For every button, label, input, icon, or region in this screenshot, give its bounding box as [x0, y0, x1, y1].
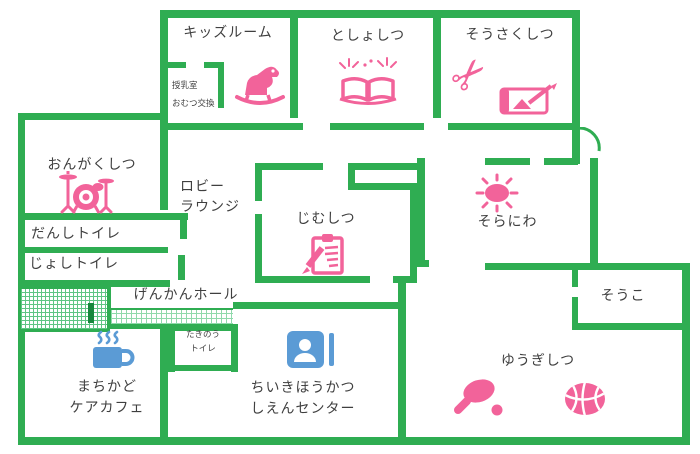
wall — [18, 280, 170, 287]
room-label-mens-toilet: だんしトイレ — [31, 225, 121, 241]
wall — [178, 255, 185, 280]
wall — [255, 163, 262, 201]
room-label-womens-toilet: じょしトイレ — [29, 255, 119, 271]
wall — [330, 123, 424, 130]
wall — [682, 263, 690, 445]
door-swing-arc-icon — [578, 127, 601, 152]
room-label-lobby-1: ロビー — [180, 178, 225, 194]
wall — [168, 365, 238, 371]
wall — [485, 158, 530, 165]
room-label-play-room: ゆうぎしつ — [500, 352, 576, 368]
wall — [231, 324, 238, 372]
drum-kit-icon — [59, 171, 114, 214]
wall — [255, 214, 262, 283]
wall — [415, 260, 429, 267]
room-label-support-center-2: しえんセンター — [250, 400, 356, 416]
entrance-hatch-post — [88, 303, 94, 323]
wall — [18, 113, 25, 287]
room-label-multi-toilet-1: たきのう — [185, 329, 220, 339]
wall — [18, 213, 188, 220]
room-label-kids: キッズルーム — [183, 24, 273, 40]
wall — [410, 183, 417, 283]
wall — [348, 163, 422, 170]
room-label-lobby-2: ラウンジ — [180, 198, 240, 214]
wall — [348, 163, 355, 190]
wall — [572, 270, 578, 287]
wall — [417, 158, 425, 267]
wall — [18, 287, 25, 444]
room-label-cafe-2: ケアカフェ — [69, 399, 145, 415]
wall — [168, 324, 238, 331]
wall — [590, 158, 598, 270]
room-label-office: じむしつ — [296, 210, 356, 226]
blueprint-icon — [499, 83, 557, 115]
wall — [166, 62, 186, 68]
wall — [160, 322, 168, 444]
wall — [18, 437, 690, 445]
wall — [255, 276, 370, 283]
person-badge-icon — [287, 331, 334, 368]
wall — [180, 213, 187, 239]
room-label-multi-toilet-2: トイレ — [190, 343, 216, 353]
wall — [572, 297, 578, 325]
wall — [18, 247, 168, 253]
sun-icon — [475, 173, 519, 213]
sparkle-book-icon — [339, 57, 397, 105]
room-label-support-center-1: ちいきほうかつ — [250, 379, 356, 395]
room-label-storage: そうこ — [600, 287, 646, 303]
wall — [433, 10, 441, 118]
rocking-horse-icon — [235, 66, 285, 105]
wall — [485, 263, 690, 270]
room-label-music: おんがくしつ — [47, 156, 137, 172]
wall — [398, 276, 406, 445]
wall — [448, 123, 580, 130]
coffee-cup-icon — [93, 330, 135, 368]
wall — [572, 131, 580, 164]
room-label-sky-garden: そらにわ — [477, 213, 538, 229]
wall — [572, 10, 580, 133]
room-label-library: としょしつ — [330, 27, 406, 43]
wall — [168, 324, 175, 372]
wall — [290, 10, 298, 118]
wall — [160, 10, 168, 210]
clipboard-pencil-icon — [302, 234, 344, 275]
wall — [255, 163, 323, 170]
wall — [572, 323, 690, 330]
wall — [218, 62, 224, 108]
wall — [544, 158, 578, 165]
room-label-craft: そうさくしつ — [465, 26, 555, 42]
wall — [18, 113, 168, 120]
room-label-cafe-1: まちかど — [77, 378, 137, 394]
room-label-nursing-1: 授乳室 — [172, 80, 198, 90]
scissors-icon: ✂ — [440, 45, 499, 104]
wall — [160, 123, 303, 130]
wall — [204, 62, 224, 68]
wall — [160, 10, 580, 18]
entrance-hatch — [18, 286, 110, 332]
basketball-icon — [565, 383, 605, 415]
room-label-nursing-2: おむつ交換 — [172, 98, 215, 108]
wall — [348, 183, 422, 190]
table-tennis-icon — [454, 379, 503, 416]
entrance-strip-hatch — [111, 308, 233, 326]
wall — [233, 302, 406, 309]
room-label-entrance-hall: げんかんホール — [133, 286, 239, 302]
